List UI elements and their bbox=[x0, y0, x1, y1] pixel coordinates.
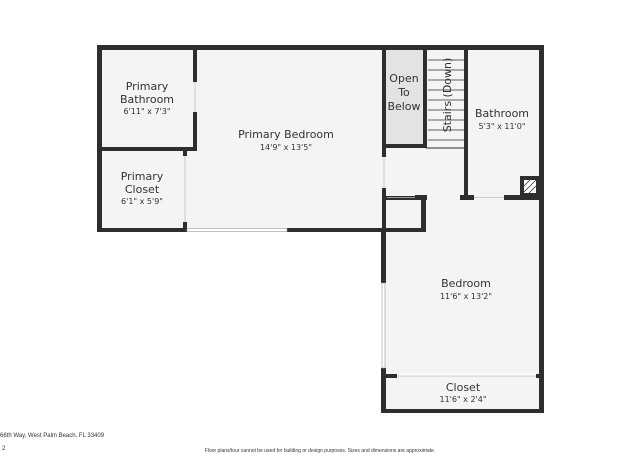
room-primary-bedroom: Primary Bedroom 14'9" x 13'5" bbox=[238, 128, 334, 152]
svg-text:6'1" x 5'9": 6'1" x 5'9" bbox=[121, 197, 163, 206]
svg-text:6'11" x 7'3": 6'11" x 7'3" bbox=[123, 107, 170, 116]
window-bedroom bbox=[381, 282, 386, 369]
floor-stairs bbox=[426, 49, 466, 148]
floor-bathroom bbox=[468, 49, 540, 197]
svg-text:Primary Bedroom: Primary Bedroom bbox=[238, 128, 334, 141]
svg-text:Closet: Closet bbox=[446, 381, 481, 394]
floor-primary-bathroom bbox=[100, 49, 196, 148]
wall-openings bbox=[184, 82, 536, 377]
floor-areas bbox=[100, 49, 540, 410]
room-bathroom: Bathroom 5'3" x 11'0" bbox=[475, 107, 529, 131]
stairs-label: Stairs (Down) bbox=[441, 58, 454, 133]
svg-text:Primary: Primary bbox=[126, 80, 169, 93]
floor-primary-closet bbox=[100, 150, 186, 230]
svg-text:11'6" x 13'2": 11'6" x 13'2" bbox=[440, 292, 492, 301]
vent-shaft bbox=[520, 176, 539, 196]
room-primary-bathroom: Primary Bathroom 6'11" x 7'3" bbox=[120, 80, 174, 116]
floor-primary-bedroom bbox=[186, 49, 384, 230]
address-text: 66th Way, West Palm Beach, FL 33409 bbox=[0, 433, 105, 439]
page-number: 2 bbox=[2, 446, 6, 452]
svg-text:Below: Below bbox=[387, 100, 420, 113]
room-primary-closet: Primary Closet 6'1" x 5'9" bbox=[121, 170, 164, 206]
svg-text:11'6" x 2'4": 11'6" x 2'4" bbox=[439, 395, 486, 404]
room-open-to-below: Open To Below bbox=[387, 72, 420, 113]
svg-text:Bathroom: Bathroom bbox=[475, 107, 529, 120]
disclaimer-text: Floor plans/tour cannot be used for buil… bbox=[204, 448, 436, 454]
walls bbox=[97, 45, 544, 413]
svg-text:To: To bbox=[397, 86, 410, 99]
svg-text:Closet: Closet bbox=[125, 183, 160, 196]
svg-text:Bedroom: Bedroom bbox=[441, 277, 491, 290]
svg-text:14'9" x 13'5": 14'9" x 13'5" bbox=[260, 143, 312, 152]
window-primary-bedroom bbox=[186, 228, 288, 232]
windows bbox=[186, 228, 386, 369]
stair-treads bbox=[426, 59, 466, 149]
svg-text:5'3" x 11'0": 5'3" x 11'0" bbox=[478, 122, 525, 131]
room-bedroom: Bedroom 11'6" x 13'2" bbox=[440, 277, 492, 301]
svg-text:Open: Open bbox=[389, 72, 418, 85]
svg-text:Primary: Primary bbox=[121, 170, 164, 183]
floor-closet bbox=[384, 376, 540, 410]
svg-text:Bathroom: Bathroom bbox=[120, 93, 174, 106]
room-closet: Closet 11'6" x 2'4" bbox=[439, 381, 486, 404]
floor-hall bbox=[384, 146, 466, 198]
floor-bedroom bbox=[384, 198, 540, 374]
open-to-below-void bbox=[386, 49, 423, 145]
